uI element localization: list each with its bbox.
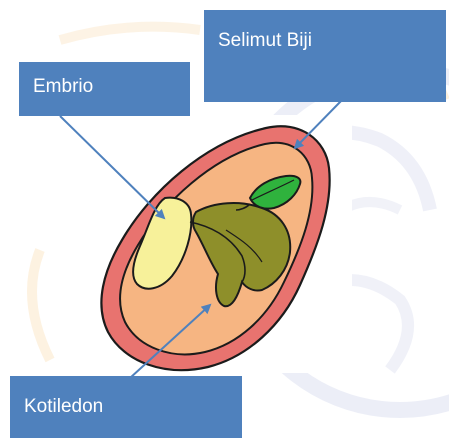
seed-coat-label: Selimut Biji bbox=[218, 30, 312, 51]
embryo-label: Embrio bbox=[33, 76, 93, 97]
cotyledon-label-box: Kotiledon bbox=[10, 376, 242, 438]
embryo-label-box: Embrio bbox=[19, 62, 190, 116]
cotyledon-label: Kotiledon bbox=[24, 396, 103, 417]
seed-coat-label-box: Selimut Biji bbox=[204, 10, 446, 102]
